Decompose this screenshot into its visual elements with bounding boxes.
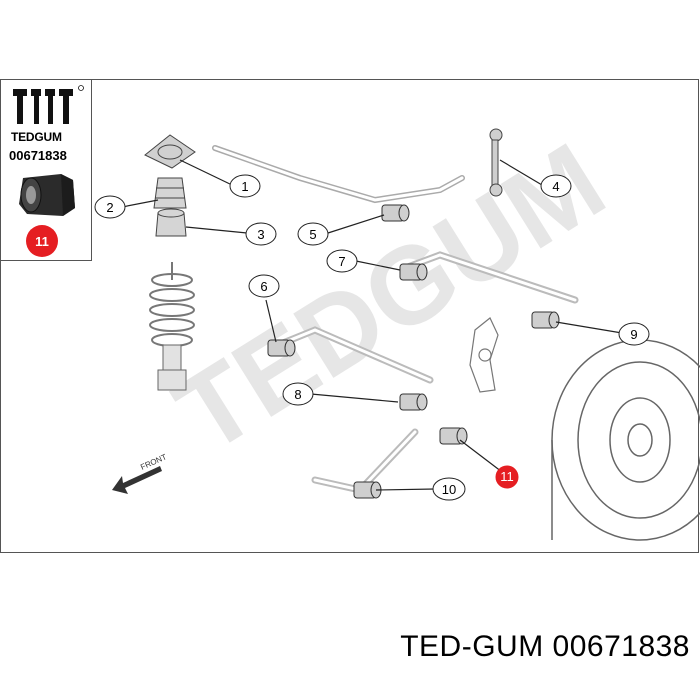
diagram-frame bbox=[0, 79, 699, 553]
callout-3[interactable]: 3 bbox=[245, 222, 277, 246]
svg-text:9: 9 bbox=[630, 327, 637, 342]
bushing-9 bbox=[531, 311, 560, 329]
tedgum-logo-icon bbox=[13, 85, 84, 124]
callout-4[interactable]: 4 bbox=[540, 174, 572, 198]
callout-2[interactable]: 2 bbox=[94, 195, 126, 219]
bushing-5 bbox=[381, 204, 410, 222]
callout-9[interactable]: 9 bbox=[618, 322, 650, 346]
bushing-7 bbox=[399, 263, 428, 281]
dust-boot bbox=[153, 177, 187, 209]
callout-11[interactable]: 11 bbox=[495, 465, 519, 489]
callout-1[interactable]: 1 bbox=[229, 174, 261, 198]
callout-8[interactable]: 8 bbox=[282, 382, 314, 406]
front-arrow-icon: FRONT bbox=[112, 452, 168, 494]
bushing-11 bbox=[439, 427, 468, 445]
bushing-product-icon bbox=[19, 174, 75, 216]
coil-spring bbox=[149, 262, 195, 347]
bump-stop bbox=[155, 208, 187, 237]
strut-top-mount bbox=[144, 134, 196, 169]
legend-brand: TEDGUM bbox=[11, 130, 62, 144]
svg-text:3: 3 bbox=[257, 227, 264, 242]
wheel bbox=[551, 339, 700, 541]
svg-text:6: 6 bbox=[260, 279, 267, 294]
stabilizer-link bbox=[489, 128, 503, 197]
bushing-6 bbox=[267, 339, 296, 357]
svg-text:11: 11 bbox=[500, 469, 514, 484]
svg-text:7: 7 bbox=[338, 254, 345, 269]
svg-text:8: 8 bbox=[294, 387, 301, 402]
bushings bbox=[267, 204, 560, 499]
callout-6[interactable]: 6 bbox=[248, 274, 280, 298]
callout-leaders bbox=[121, 159, 623, 491]
callout-5[interactable]: 5 bbox=[297, 222, 329, 246]
bushing-8 bbox=[399, 393, 428, 411]
knuckle bbox=[469, 317, 499, 393]
legend-part-number: 00671838 bbox=[9, 148, 67, 163]
svg-text:10: 10 bbox=[442, 482, 456, 497]
legend-badge: 11 bbox=[26, 225, 58, 257]
watermark: TEDGUM bbox=[155, 120, 624, 477]
svg-text:4: 4 bbox=[552, 179, 559, 194]
callout-10[interactable]: 10 bbox=[432, 477, 466, 501]
svg-text:5: 5 bbox=[309, 227, 316, 242]
svg-text:2: 2 bbox=[106, 200, 113, 215]
front-label: FRONT bbox=[139, 452, 168, 471]
caption: TED-GUM 00671838 bbox=[400, 630, 690, 663]
svg-text:1: 1 bbox=[241, 179, 248, 194]
callout-7[interactable]: 7 bbox=[326, 249, 358, 273]
legend-box: TEDGUM 00671838 11 bbox=[0, 79, 92, 261]
shock-absorber bbox=[157, 344, 187, 391]
